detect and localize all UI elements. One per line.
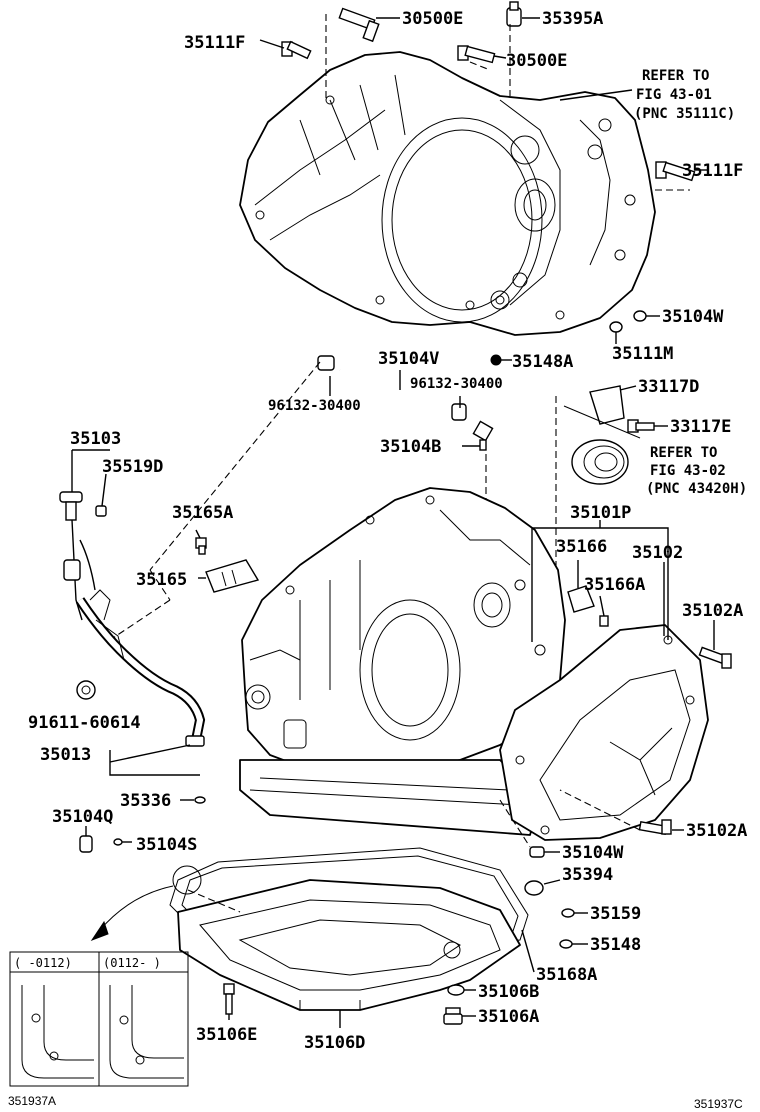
label-35101p: 35101P	[570, 503, 631, 523]
label-35106b: 35106B	[478, 982, 539, 1002]
bolt-35102a-bottom	[638, 819, 672, 836]
label-35148a: 35148A	[512, 352, 573, 372]
label-35166a: 35166A	[584, 575, 645, 595]
label-35013: 35013	[40, 745, 91, 765]
label-35148: 35148	[590, 935, 641, 955]
figure-code-left: 351937A	[8, 1094, 56, 1108]
label-96132-b: 96132-30400	[268, 398, 361, 414]
plug-91611	[76, 680, 96, 700]
label-35104v: 35104V	[378, 349, 439, 369]
inset-box	[9, 951, 189, 1087]
label-35159: 35159	[590, 904, 641, 924]
bolt-30500e-mid	[457, 45, 496, 64]
label-35394: 35394	[562, 865, 613, 885]
bolt-33117e	[627, 419, 655, 433]
bolt-35106e	[223, 983, 235, 1015]
plug-35104w-bottom	[529, 846, 545, 858]
label-35395a: 35395A	[542, 9, 603, 29]
inset-right-header: (0112- )	[103, 956, 161, 970]
dipstick-35103	[59, 449, 110, 621]
label-35106d: 35106D	[304, 1033, 365, 1053]
magnet-35106b	[447, 984, 465, 996]
bolt-35165a	[195, 537, 207, 555]
refer-top-line3: (PNC 35111C)	[634, 106, 735, 122]
label-33117d: 33117D	[638, 377, 699, 397]
label-35103: 35103	[70, 429, 121, 449]
label-35166: 35166	[556, 537, 607, 557]
inset-left-header: ( -0112)	[14, 956, 72, 970]
refer-mid-line3: (PNC 43420H)	[646, 481, 747, 497]
label-35104q: 35104Q	[52, 807, 113, 827]
label-35106a: 35106A	[478, 1007, 539, 1027]
label-33117e: 33117E	[670, 417, 731, 437]
transmission-case	[239, 487, 566, 836]
label-35102: 35102	[632, 543, 683, 563]
bolt-35166a	[599, 615, 609, 627]
refer-top-line1: REFER TO	[642, 68, 709, 84]
label-35111f-right: 35111F	[682, 161, 743, 181]
plug-35148a	[490, 354, 502, 366]
detail-callout	[90, 865, 202, 942]
plug-35104q	[79, 835, 93, 853]
plug-35104w-top	[633, 310, 647, 322]
bolt-35111f-right	[655, 161, 696, 182]
ring-35394	[524, 880, 544, 896]
hose-35104v	[317, 355, 494, 451]
label-35104b: 35104B	[380, 437, 441, 457]
refer-top-line2: FIG 43-01	[636, 87, 712, 103]
clip-35519d	[95, 505, 107, 517]
bearing-refer-43-02	[571, 439, 629, 485]
label-35165: 35165	[136, 570, 187, 590]
label-35102a-bottom: 35102A	[686, 821, 747, 841]
fitting-35395a	[506, 1, 522, 27]
bracket-33117d	[563, 385, 641, 439]
label-35168a: 35168A	[536, 965, 597, 985]
label-35111f-left: 35111F	[184, 33, 245, 53]
bolt-30500e-top	[338, 7, 380, 43]
label-35104w-bottom: 35104W	[562, 843, 624, 863]
label-35111m: 35111M	[612, 344, 673, 364]
oil-filler-tube-35013	[75, 589, 206, 747]
label-91611: 91611-60614	[28, 713, 141, 733]
drain-plug-35106a	[443, 1007, 463, 1025]
bolt-35102a-top	[698, 646, 732, 669]
plate-35166	[567, 585, 595, 613]
side-cover-35102	[499, 624, 709, 841]
label-35106e: 35106E	[196, 1025, 257, 1045]
plug-35148	[559, 939, 573, 949]
label-35165a: 35165A	[172, 503, 233, 523]
plug-35104s	[113, 838, 123, 846]
label-35104w-top: 35104W	[662, 307, 724, 327]
refer-mid-line2: FIG 43-02	[650, 463, 726, 479]
plug-35111m	[609, 321, 623, 333]
plate-35165	[205, 559, 260, 593]
label-35104s: 35104S	[136, 835, 197, 855]
label-96132-a: 96132-30400	[410, 376, 503, 392]
label-30500e-top: 30500E	[402, 9, 463, 29]
refer-mid-line1: REFER TO	[650, 445, 717, 461]
figure-code-right: 351937C	[694, 1097, 743, 1111]
bolt-35111f-left	[281, 40, 312, 60]
label-35519d: 35519D	[102, 457, 163, 477]
label-35102a-top: 35102A	[682, 601, 743, 621]
transaxle-housing	[239, 51, 656, 336]
gasket-35159	[561, 908, 575, 918]
label-35336: 35336	[120, 791, 171, 811]
ring-35336	[194, 796, 206, 804]
label-30500e-mid: 30500E	[506, 51, 567, 71]
